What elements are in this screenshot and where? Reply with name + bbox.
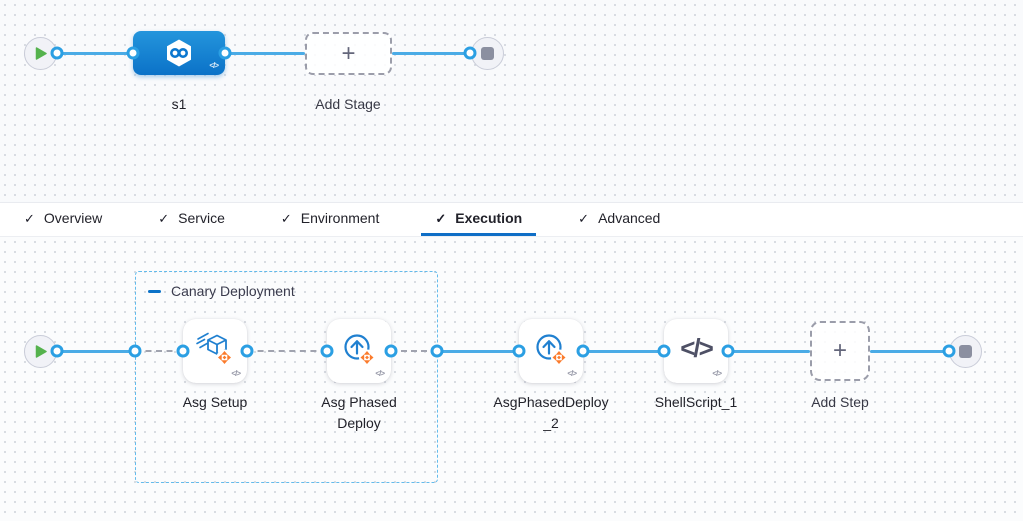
- port: [430, 344, 444, 358]
- stage-node-s1[interactable]: </>: [133, 31, 225, 75]
- stage-label: s1: [171, 96, 187, 112]
- asg-setup-cube-icon: [196, 332, 233, 366]
- harness-cd-icon: [167, 39, 191, 67]
- plus-icon: +: [341, 39, 356, 67]
- edge-solid: [583, 349, 664, 353]
- port: [240, 344, 254, 358]
- code-badge-icon: </>: [375, 369, 385, 378]
- tab-label: Advanced: [598, 210, 661, 226]
- edge-stage-to-addstage: [225, 51, 305, 55]
- tab-overview[interactable]: ✓ Overview: [10, 203, 116, 236]
- stage-config-tabbar: ✓ Overview ✓ Service ✓ Environment ✓ Exe…: [0, 202, 1023, 237]
- step-node-asgphaseddeploy-2[interactable]: </>: [519, 319, 583, 383]
- check-icon: ✓: [158, 210, 170, 226]
- step-node-shellscript-1[interactable]: </> </>: [664, 319, 728, 383]
- port: [657, 344, 671, 358]
- add-step-label: Add Step: [811, 394, 869, 410]
- stage-canvas: </> + s1 Add Stage: [0, 0, 1023, 202]
- check-icon: ✓: [280, 210, 292, 226]
- stop-icon: [481, 47, 494, 60]
- step-label: ShellScript_1: [654, 394, 738, 410]
- code-badge-icon: </>: [231, 369, 241, 378]
- port: [126, 46, 140, 60]
- check-icon: ✓: [578, 210, 590, 226]
- step-node-asg-phased-deploy[interactable]: </>: [327, 319, 391, 383]
- group-label: Canary Deployment: [171, 283, 295, 299]
- add-step-button[interactable]: +: [810, 321, 870, 381]
- collapse-group-button[interactable]: [146, 283, 162, 299]
- tab-execution[interactable]: ✓ Execution: [421, 203, 537, 236]
- edge-dashed: [247, 350, 327, 352]
- tab-environment[interactable]: ✓ Environment: [267, 203, 394, 236]
- port: [576, 344, 590, 358]
- add-stage-button[interactable]: +: [305, 32, 392, 75]
- shell-script-icon: </>: [680, 332, 714, 363]
- code-badge-icon: </>: [209, 61, 219, 70]
- tab-service[interactable]: ✓ Service: [144, 203, 239, 236]
- edge-dashed: [391, 350, 437, 352]
- check-icon: ✓: [24, 210, 35, 226]
- tab-label: Service: [178, 210, 225, 226]
- plus-icon: +: [832, 337, 847, 364]
- canary-deployment-group: [135, 271, 438, 483]
- asg-phased-deploy-icon: [344, 334, 375, 366]
- tab-label: Overview: [43, 210, 103, 226]
- port: [721, 344, 735, 358]
- step-label: AsgPhasedDeploy_2: [493, 394, 609, 431]
- edge-solid: [870, 349, 949, 353]
- port: [384, 344, 398, 358]
- edge-dashed: [135, 350, 183, 352]
- pipeline-end-node: [471, 37, 504, 70]
- code-badge-icon: </>: [567, 369, 577, 378]
- code-badge-icon: </>: [712, 369, 722, 378]
- step-node-asg-setup[interactable]: </>: [183, 319, 247, 383]
- port: [50, 46, 64, 60]
- port: [463, 46, 477, 60]
- port: [218, 46, 232, 60]
- port: [128, 344, 142, 358]
- stop-icon: [959, 345, 972, 358]
- play-icon: [35, 47, 47, 60]
- edge-addstage-to-end: [392, 51, 470, 55]
- port: [942, 344, 956, 358]
- edge-start-to-stage: [57, 51, 133, 55]
- minus-icon: [147, 289, 161, 293]
- execution-canvas: Canary Deployment: [0, 237, 1023, 521]
- edge-solid: [437, 349, 519, 353]
- port: [50, 344, 64, 358]
- tab-advanced[interactable]: ✓ Advanced: [564, 203, 674, 236]
- edge-solid: [57, 349, 135, 353]
- edge-solid: [728, 349, 810, 353]
- tab-label: Environment: [300, 210, 380, 226]
- step-label: Asg Phased Deploy: [321, 394, 397, 431]
- port: [512, 344, 526, 358]
- asg-phased-deploy-icon: [536, 334, 567, 366]
- port: [320, 344, 334, 358]
- step-label: Asg Setup: [182, 394, 248, 410]
- add-stage-label: Add Stage: [315, 96, 381, 112]
- port: [176, 344, 190, 358]
- play-icon: [35, 345, 47, 358]
- check-icon: ✓: [435, 210, 447, 226]
- tab-label: Execution: [455, 210, 523, 226]
